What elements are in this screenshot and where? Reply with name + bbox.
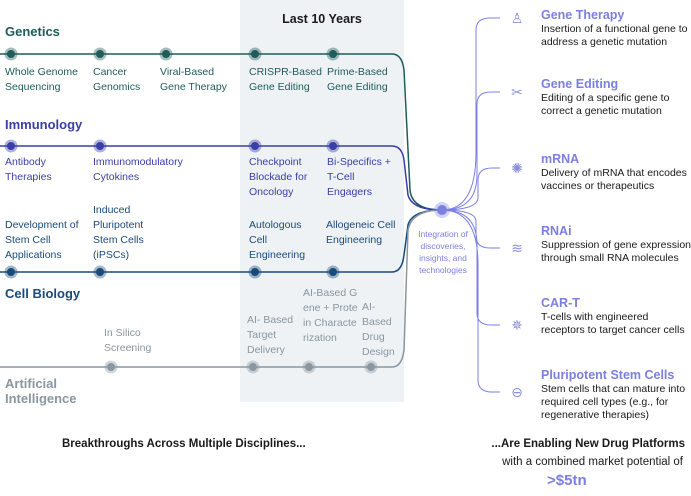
- category-ai: Artificial Intelligence: [5, 376, 77, 406]
- milestone-node: [107, 363, 115, 371]
- platform-branch: [441, 167, 500, 211]
- platform-title: CAR-T: [541, 296, 580, 310]
- petri-dish-icon: ⊖: [511, 384, 523, 400]
- milestone-node: [7, 50, 15, 58]
- rna-strand-icon: ≋: [511, 240, 523, 256]
- milestone-label: Bi-Specifics + T-Cell Engagers: [327, 156, 391, 198]
- milestone-node: [7, 268, 15, 276]
- milestone-label: Cancer Genomics: [93, 66, 141, 93]
- person-dna-icon: ♙: [510, 10, 524, 26]
- milestone-node: [329, 50, 337, 58]
- milestone-label: Whole Genome Sequencing: [5, 66, 78, 93]
- milestone-label: AI-Based Gene + Protein Characterization: [303, 287, 358, 344]
- platform-description: T-cells with engineered receptors to tar…: [541, 311, 685, 336]
- platform-title: Gene Editing: [541, 77, 619, 91]
- category-cell-biology: Cell Biology: [5, 286, 81, 301]
- platform-title: Gene Therapy: [541, 8, 625, 22]
- milestone-node: [7, 142, 15, 150]
- footer-right-subtitle: with a combined market potential of: [502, 456, 683, 468]
- last-10-years-panel: [240, 0, 404, 402]
- platform-description: Stem cells that can mature into required…: [541, 383, 686, 421]
- milestone-label: Antibody Therapies: [5, 156, 52, 183]
- milestone-label: Prime-Based Gene Editing: [327, 66, 388, 93]
- platform-description: Editing of a specific gene to correct a …: [541, 92, 670, 117]
- t-cell-icon: ✵: [511, 317, 523, 333]
- category-immunology: Immunology: [5, 117, 83, 132]
- milestone-node: [329, 268, 337, 276]
- milestone-node: [96, 268, 104, 276]
- platform-title: mRNA: [541, 152, 580, 166]
- milestone-node: [249, 363, 257, 371]
- milestone-node: [251, 50, 259, 58]
- milestone-label: Autologous Cell Engineering: [249, 219, 306, 261]
- platform-title: Pluripotent Stem Cells: [541, 368, 675, 382]
- milestone-label: Development of Stem Cell Applications: [5, 219, 79, 261]
- platform-branch: [441, 17, 500, 211]
- milestone-node: [367, 363, 375, 371]
- milestone-node: [162, 50, 170, 58]
- platform-title: RNAi: [541, 224, 572, 238]
- market-value: >$5tn: [547, 472, 587, 489]
- platform-branch: [441, 91, 500, 211]
- milestone-label: CRISPR-Based Gene Editing: [249, 66, 322, 93]
- virus-icon: ✺: [511, 160, 523, 176]
- milestone-node: [251, 268, 259, 276]
- milestone-label: Immunomodulatory Cytokines: [93, 156, 183, 183]
- milestone-label: Allogeneic Cell Engineering: [326, 219, 396, 246]
- dna-scissors-icon: ✂: [511, 84, 523, 100]
- milestone-label: Induced Pluripotent Stem Cells (iPSCs): [93, 204, 144, 261]
- milestone-label: Viral-Based Gene Therapy: [160, 66, 227, 93]
- platform-branch: [441, 209, 500, 393]
- milestone-node: [96, 50, 104, 58]
- panel-title: Last 10 Years: [282, 12, 362, 26]
- platform-description: Insertion of a functional gene to addres…: [541, 23, 688, 48]
- milestone-node: [251, 142, 259, 150]
- platform-description: Delivery of mRNA that encodes vaccines o…: [541, 167, 687, 192]
- footer-left: Breakthroughs Across Multiple Discipline…: [62, 438, 306, 450]
- immunology-line: [0, 145, 443, 211]
- integration-label: Integration of discoveries, insights, an…: [418, 229, 468, 275]
- platform-description: Suppression of gene expression through s…: [541, 239, 691, 264]
- milestone-node: [305, 363, 313, 371]
- milestone-node: [329, 142, 337, 150]
- milestone-label: In Silico Screening: [104, 327, 152, 354]
- platform-branch: [441, 209, 500, 326]
- category-genetics: Genetics: [5, 24, 60, 39]
- footer-right-title: ...Are Enabling New Drug Platforms: [491, 438, 685, 450]
- milestone-node: [96, 142, 104, 150]
- integration-node: [437, 205, 447, 215]
- milestone-label: AI- Based Target Delivery: [247, 314, 294, 356]
- ai-line: [0, 209, 443, 368]
- milestone-label: AI-Based Drug Design: [362, 301, 395, 358]
- milestone-label: Checkpoint Blockade for Oncology: [249, 156, 308, 198]
